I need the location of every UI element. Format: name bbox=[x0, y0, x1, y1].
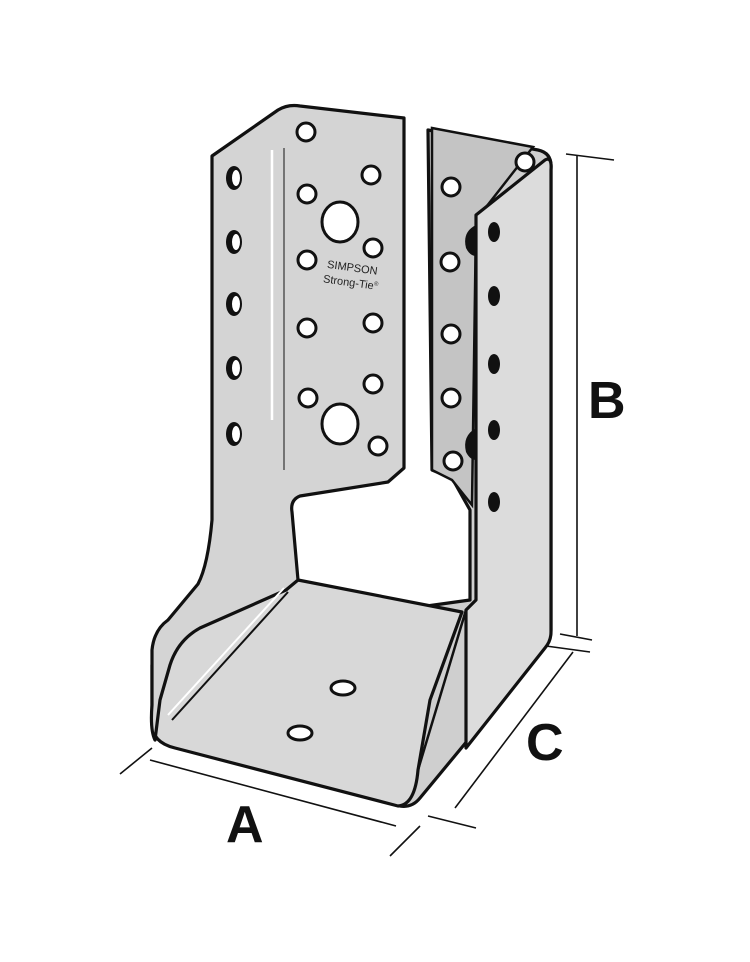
nail-hole bbox=[362, 237, 384, 259]
seat-hole bbox=[329, 679, 357, 697]
left-side-plate bbox=[149, 103, 406, 742]
dimension-a: A bbox=[119, 747, 421, 857]
left-bend-lines bbox=[270, 148, 285, 470]
nail-hole bbox=[439, 251, 461, 273]
flange-hole bbox=[488, 492, 500, 512]
left-flange-holes bbox=[226, 166, 242, 446]
right-flange-holes bbox=[488, 222, 500, 512]
nail-hole bbox=[362, 312, 384, 334]
nail-hole bbox=[442, 450, 464, 472]
seat-crease bbox=[167, 587, 468, 771]
nail-hole bbox=[440, 323, 462, 345]
right-wall-holes bbox=[439, 151, 536, 472]
nail-hole bbox=[514, 151, 536, 173]
nail-hole bbox=[362, 373, 384, 395]
right-flange bbox=[464, 157, 553, 750]
nail-hole bbox=[295, 121, 317, 143]
dimension-label-b: B bbox=[588, 372, 626, 430]
nail-hole bbox=[440, 387, 462, 409]
bolt-hole-partial bbox=[465, 428, 476, 460]
seat-hole bbox=[286, 724, 314, 742]
nail-hole bbox=[296, 249, 318, 271]
flange-hole bbox=[488, 286, 500, 306]
nail-hole bbox=[367, 435, 389, 457]
bolt-hole bbox=[320, 402, 360, 446]
nail-hole bbox=[440, 176, 462, 198]
bolt-hole bbox=[320, 200, 360, 244]
dimension-label-c: C bbox=[526, 714, 564, 772]
flange-hole bbox=[488, 222, 500, 242]
dimension-label-a: A bbox=[226, 796, 264, 854]
nail-hole bbox=[296, 183, 318, 205]
nail-hole bbox=[297, 387, 319, 409]
flange-hole bbox=[488, 420, 500, 440]
seat-holes bbox=[286, 679, 357, 742]
nail-hole bbox=[360, 164, 382, 186]
left-wall-holes bbox=[295, 121, 389, 457]
dimension-c: C bbox=[427, 645, 591, 829]
dimension-b: B bbox=[559, 153, 626, 641]
bolt-hole-partial bbox=[465, 225, 476, 256]
flange-hole bbox=[488, 354, 500, 374]
nail-hole bbox=[296, 317, 318, 339]
